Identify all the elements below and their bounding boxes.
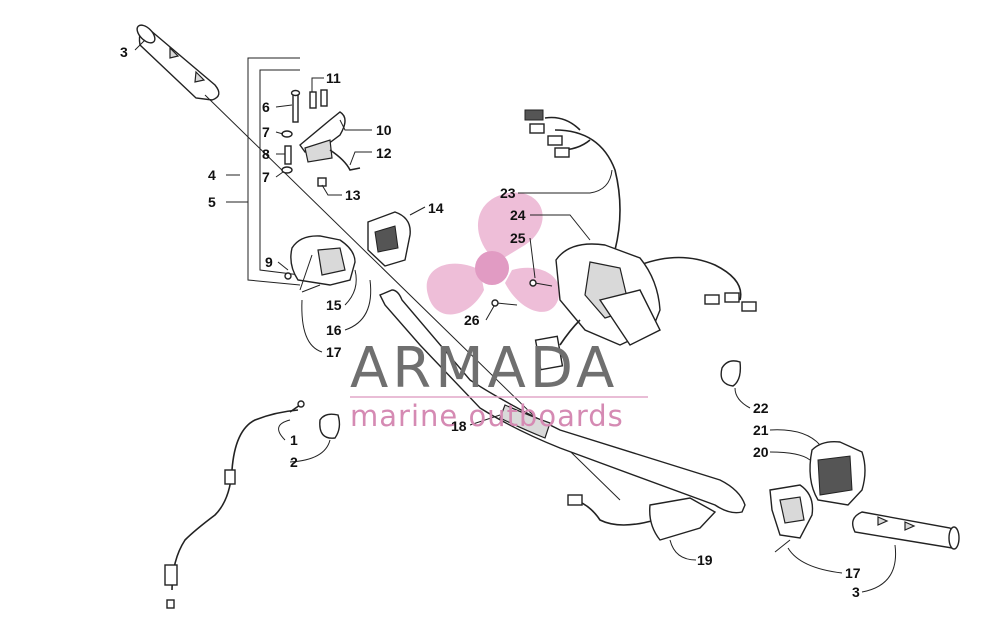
watermark-propeller-logo [426, 192, 560, 315]
callout-17-right: 17 [845, 565, 861, 581]
callout-2: 2 [290, 454, 298, 470]
callout-8: 8 [262, 146, 270, 162]
wiring-harness-23 [524, 109, 757, 312]
left-grip [136, 24, 220, 101]
callout-10: 10 [376, 122, 392, 138]
propeller-blade-top [477, 192, 543, 262]
callout-5: 5 [208, 194, 216, 210]
callout-12: 12 [376, 145, 392, 161]
screws-17 [301, 284, 791, 553]
callout-18: 18 [451, 418, 467, 434]
callout-23: 23 [500, 185, 516, 201]
callout-24: 24 [510, 207, 526, 223]
leader-lines [134, 39, 897, 593]
propeller-blade-right [505, 267, 560, 312]
callout-7-top: 7 [262, 124, 270, 140]
right-grip [852, 511, 960, 550]
callout-4: 4 [208, 167, 216, 183]
callout-16: 16 [326, 322, 342, 338]
callout-19: 19 [697, 552, 713, 568]
propeller-hub [475, 251, 509, 285]
callout-17-left: 17 [326, 344, 342, 360]
watermark-brand: ARMADA [350, 336, 618, 401]
callout-13: 13 [345, 187, 361, 203]
handlebar-18 [379, 289, 746, 514]
callout-7-bottom: 7 [262, 169, 270, 185]
hardware-6-8 [281, 89, 328, 174]
switch-block-14 [367, 211, 411, 267]
callout-9: 9 [265, 254, 273, 270]
callout-21: 21 [753, 422, 769, 438]
callout-25: 25 [510, 230, 526, 246]
retaining-clip-22 [720, 360, 742, 387]
screws-25-26 [491, 279, 553, 307]
callout-15: 15 [326, 297, 342, 313]
left-switch-housing [284, 235, 356, 291]
propeller-blade-left [426, 263, 484, 315]
control-housing-24 [555, 243, 661, 346]
bracket-group-4-5 [247, 57, 301, 286]
callout-20: 20 [753, 444, 769, 460]
throttle-lever-10 [299, 111, 361, 187]
watermark-tagline: marine outboards [350, 399, 624, 433]
callout-6: 6 [262, 99, 270, 115]
callout-3-left: 3 [120, 44, 128, 60]
callout-3-right: 3 [852, 584, 860, 600]
callout-26: 26 [464, 312, 480, 328]
callout-14: 14 [428, 200, 444, 216]
right-lever-bracket-20 [769, 484, 814, 539]
callout-labels: 3 4 5 6 7 8 7 9 11 10 12 13 14 15 16 17 … [120, 44, 861, 600]
retaining-clip-2 [319, 413, 341, 439]
callout-1: 1 [290, 432, 298, 448]
right-switch-housing-21 [809, 440, 866, 506]
grip-heater-19 [567, 494, 717, 541]
harness-connector [534, 319, 581, 371]
callout-22: 22 [753, 400, 769, 416]
callout-11: 11 [326, 70, 341, 86]
throttle-cable-1 [164, 400, 305, 609]
